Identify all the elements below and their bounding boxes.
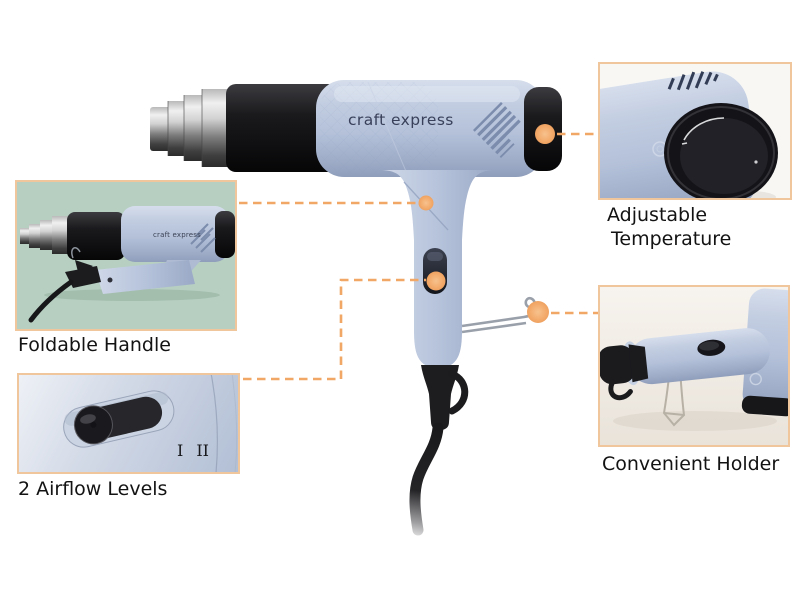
- power-cable: [409, 422, 444, 536]
- label-adjustable-temperature: Adjustable Temperature: [607, 204, 731, 251]
- mark-level-2: II: [196, 441, 209, 460]
- mini-brand-logo: craft express: [153, 231, 201, 239]
- label-airflow-levels: 2 Airflow Levels: [18, 478, 168, 500]
- label-adjustable-temperature-line2: Temperature: [611, 227, 732, 250]
- foldable-handle-photo: craft express: [20, 206, 235, 323]
- inset-convenient-holder: [598, 285, 790, 447]
- inset-foldable-handle: craft express: [15, 180, 237, 331]
- mark-level-1: I: [177, 441, 184, 460]
- inset-adjustable-temperature: [598, 62, 792, 200]
- holder-stand-photo: [600, 288, 788, 431]
- callout-dot-airflow: [426, 271, 446, 291]
- callout-dot-holder: [527, 301, 549, 323]
- callout-dot-foldable: [418, 195, 434, 211]
- temperature-dial-photo: [600, 71, 778, 198]
- callout-line-airflow: [243, 278, 426, 381]
- callout-dot-temperature: [535, 124, 555, 144]
- heat-barrel: [226, 84, 338, 172]
- nozzle: [150, 89, 232, 167]
- brand-logo: craft express: [348, 111, 454, 129]
- airflow-switch-photo: [63, 375, 238, 472]
- label-adjustable-temperature-line1: Adjustable: [607, 204, 708, 226]
- airflow-marks: I II: [177, 441, 209, 460]
- strain-relief: [421, 365, 469, 430]
- label-convenient-holder: Convenient Holder: [602, 453, 780, 475]
- label-foldable-handle: Foldable Handle: [18, 334, 171, 356]
- inset-airflow-levels: I II: [17, 373, 240, 474]
- holder-wire: [461, 296, 537, 334]
- body-shell: [316, 80, 544, 177]
